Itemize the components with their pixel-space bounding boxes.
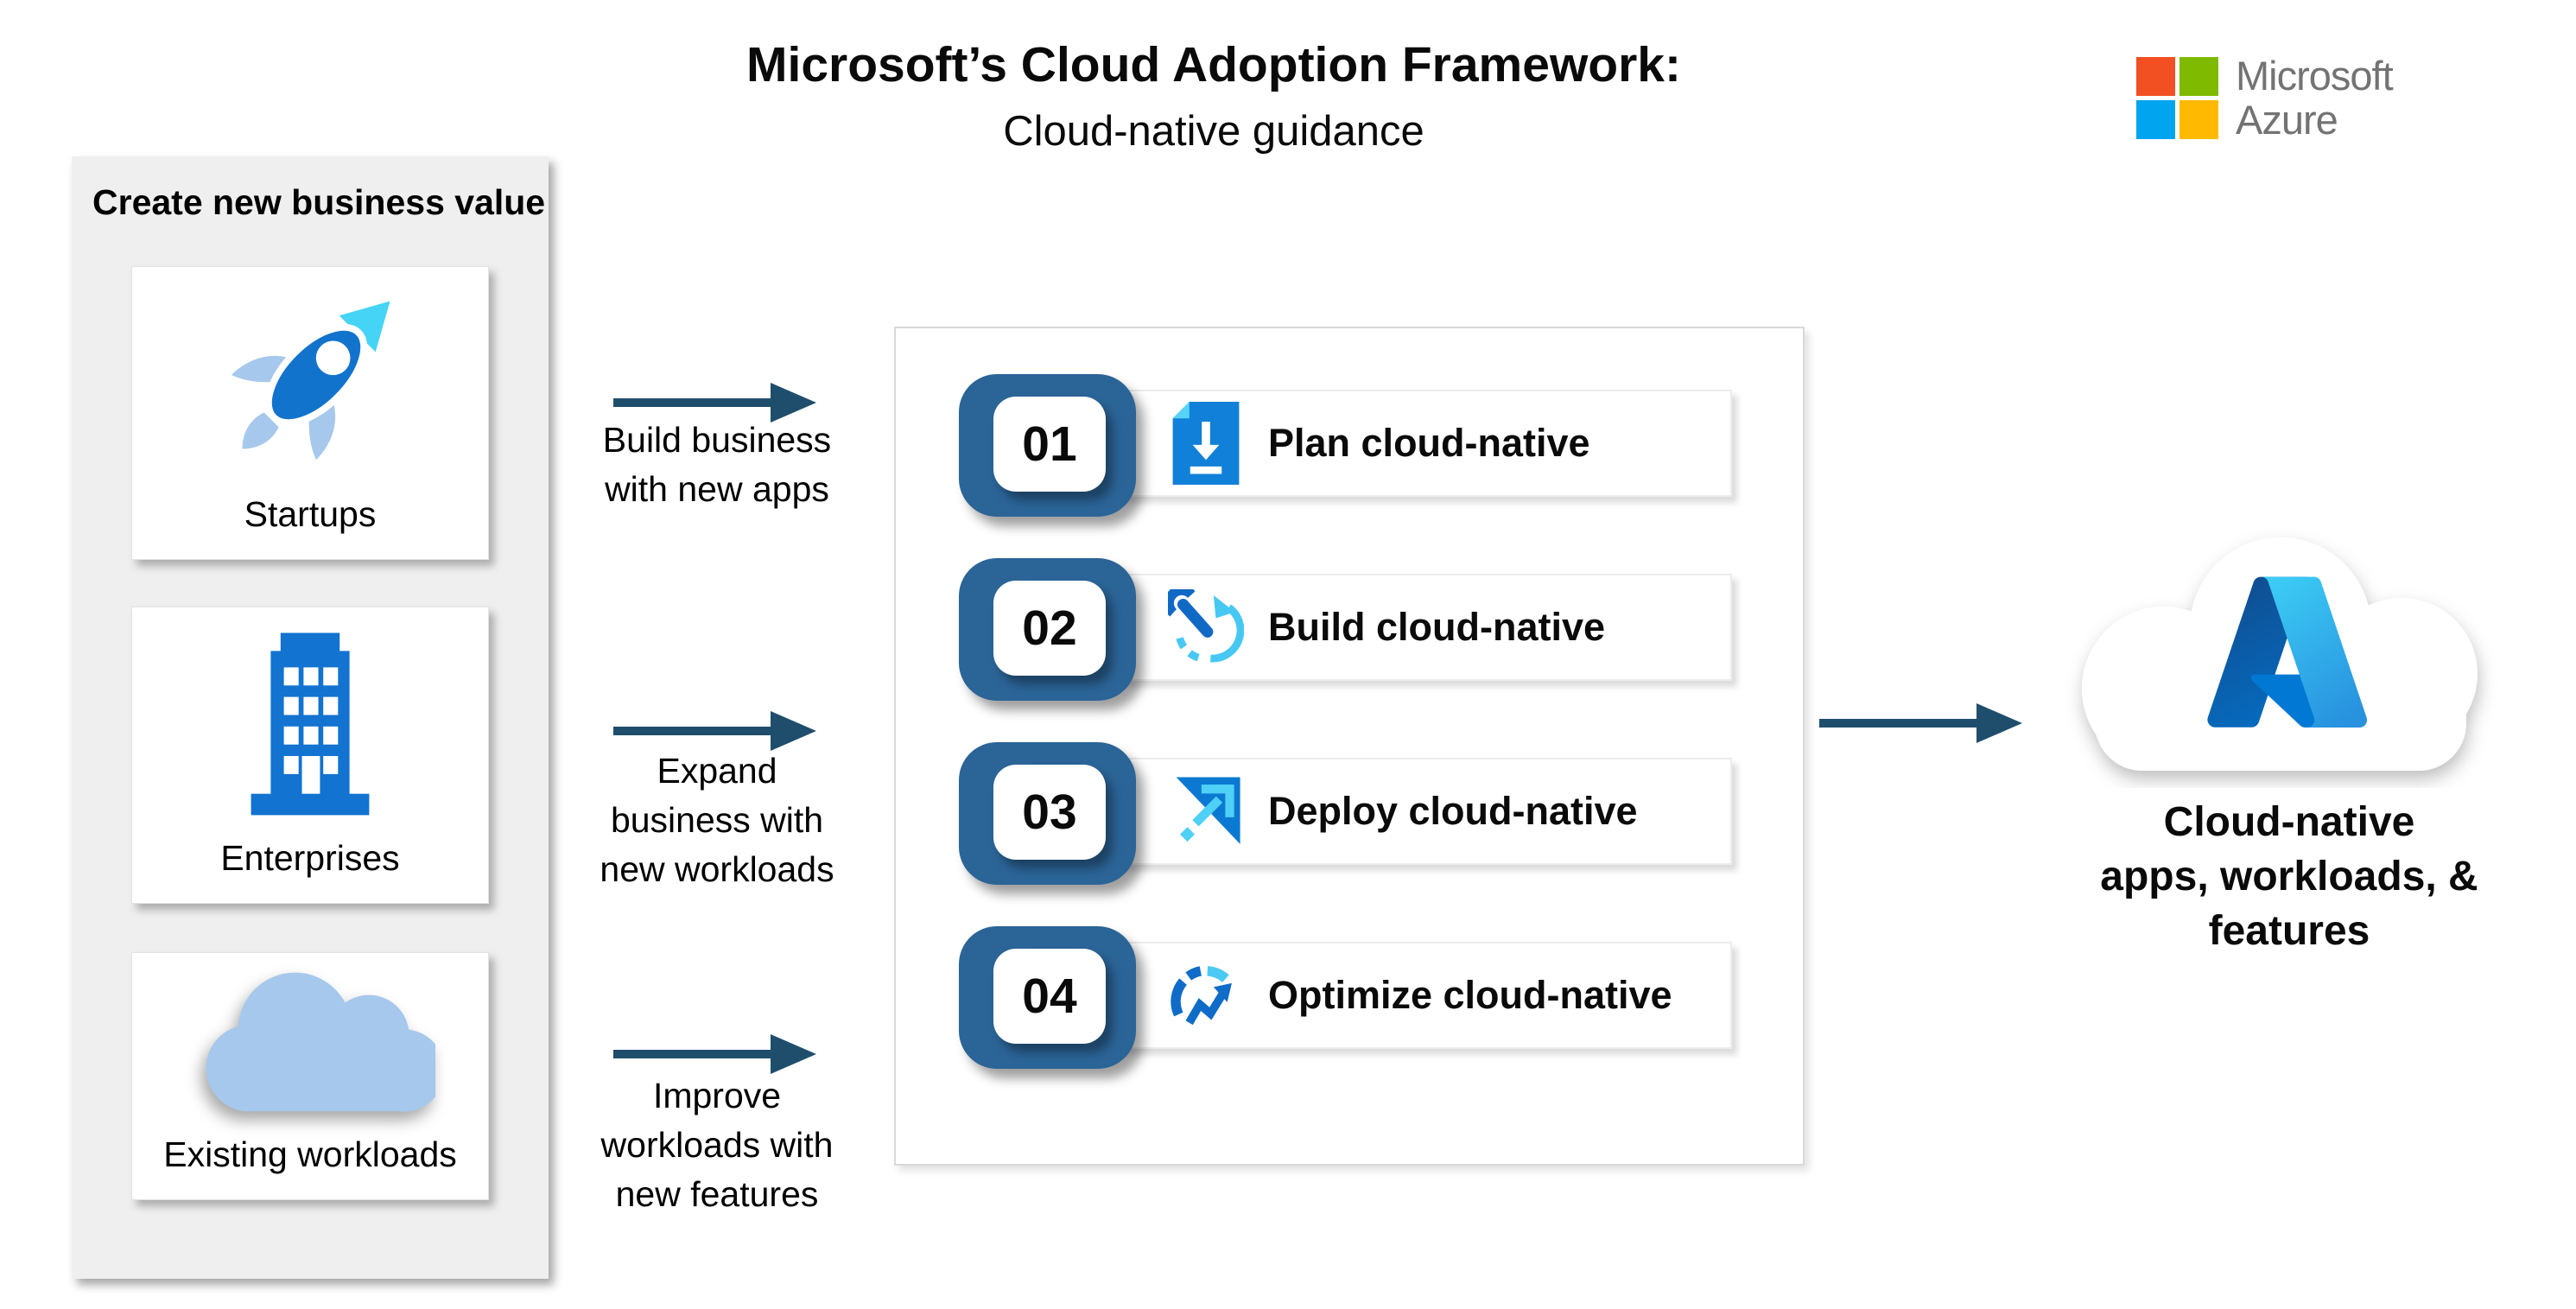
flow-2-line-2: business with — [610, 800, 824, 840]
building-icon — [251, 632, 370, 815]
create-value-panel: Create new business value Startups — [72, 156, 549, 1279]
step-1-iconbox — [1166, 402, 1246, 485]
card-enterprises: Enterprises — [131, 607, 489, 904]
ms-square-blue — [2136, 99, 2175, 139]
step-4-number: 04 — [993, 949, 1106, 1044]
step-2-number: 02 — [993, 581, 1106, 676]
flow-1-line-2: with new apps — [605, 469, 829, 509]
step-3-label: Deploy cloud-native — [1268, 789, 1638, 833]
flow-arrow-2-icon — [613, 711, 816, 751]
step-2-bar: Build cloud-native — [1071, 574, 1732, 681]
step-2-label: Build cloud-native — [1268, 605, 1606, 649]
cloud-icon — [206, 972, 435, 1112]
flow-3-line-3: new features — [615, 1174, 819, 1214]
microsoft-azure-logo: Microsoft Azure — [2136, 53, 2394, 143]
rocket-icon — [231, 300, 390, 460]
ms-square-yellow — [2179, 99, 2218, 139]
step-1-label: Plan cloud-native — [1268, 421, 1590, 465]
step-4-iconbox — [1166, 957, 1246, 1033]
document-download-icon — [1172, 402, 1240, 485]
azure-cloud-icon — [2082, 537, 2478, 771]
flow-label-3: Improve workloads with new features — [557, 1071, 877, 1219]
flow-label-2: Expand business with new workloads — [557, 747, 877, 894]
result-label: Cloud-native apps, workloads, & features — [2013, 795, 2566, 958]
card-label-startups: Startups — [244, 494, 377, 534]
result-arrow-icon — [1819, 703, 2022, 743]
brand-line1: Microsoft — [2236, 53, 2394, 98]
launch-arrow-icon — [1176, 777, 1240, 844]
ms-square-red — [2136, 56, 2175, 96]
step-4-bar: Optimize cloud-native — [1071, 942, 1732, 1049]
enterprises-iconbox — [228, 607, 392, 838]
step-2-iconbox — [1166, 589, 1246, 665]
flow-arrow-1-icon — [613, 383, 816, 423]
azure-a-logo — [2207, 576, 2368, 728]
gauge-trend-icon — [1171, 966, 1232, 1026]
result-line-3: features — [2208, 908, 2370, 954]
step-2-badge: 02 — [959, 558, 1136, 701]
microsoft-logo-icon — [2136, 56, 2218, 139]
flow-2-line-3: new workloads — [600, 849, 834, 889]
step-1-bar: Plan cloud-native — [1071, 390, 1732, 497]
flow-label-1: Build business with new apps — [557, 416, 877, 514]
step-3-number: 03 — [993, 765, 1106, 860]
card-label-existing-workloads: Existing workloads — [163, 1134, 457, 1174]
workloads-iconbox — [185, 953, 435, 1134]
ms-square-green — [2179, 56, 2218, 96]
step-1-badge: 01 — [959, 374, 1136, 517]
step-3-iconbox — [1166, 774, 1246, 848]
title-line2: Cloud-native guidance — [1003, 108, 1424, 155]
page-title: Microsoft’s Cloud Adoption Framework: Cl… — [695, 36, 1732, 156]
card-label-enterprises: Enterprises — [220, 838, 400, 878]
title-line1: Microsoft’s Cloud Adoption Framework: — [746, 37, 1681, 92]
card-existing-workloads: Existing workloads — [131, 952, 489, 1200]
step-4-label: Optimize cloud-native — [1268, 973, 1672, 1017]
flow-1-line-1: Build business — [602, 420, 832, 460]
flow-arrow-3-icon — [613, 1034, 816, 1074]
step-3-bar: Deploy cloud-native — [1071, 758, 1732, 865]
brand-line2: Azure — [2236, 97, 2338, 143]
result-line-1: Cloud-native — [2163, 799, 2415, 845]
brand-wordmark: Microsoft Azure — [2236, 53, 2394, 143]
step-1-number: 01 — [993, 397, 1106, 492]
wrench-refresh-icon — [1168, 589, 1244, 663]
step-3-badge: 03 — [959, 742, 1136, 885]
step-4-badge: 04 — [959, 926, 1136, 1069]
result-line-2: apps, workloads, & — [2100, 854, 2478, 899]
card-startups: Startups — [131, 266, 489, 560]
flow-2-line-1: Expand — [657, 751, 777, 791]
flow-3-line-2: workloads with — [600, 1125, 834, 1165]
startups-iconbox — [207, 267, 413, 494]
flow-3-line-1: Improve — [652, 1076, 782, 1115]
left-panel-header: Create new business value — [92, 182, 546, 222]
